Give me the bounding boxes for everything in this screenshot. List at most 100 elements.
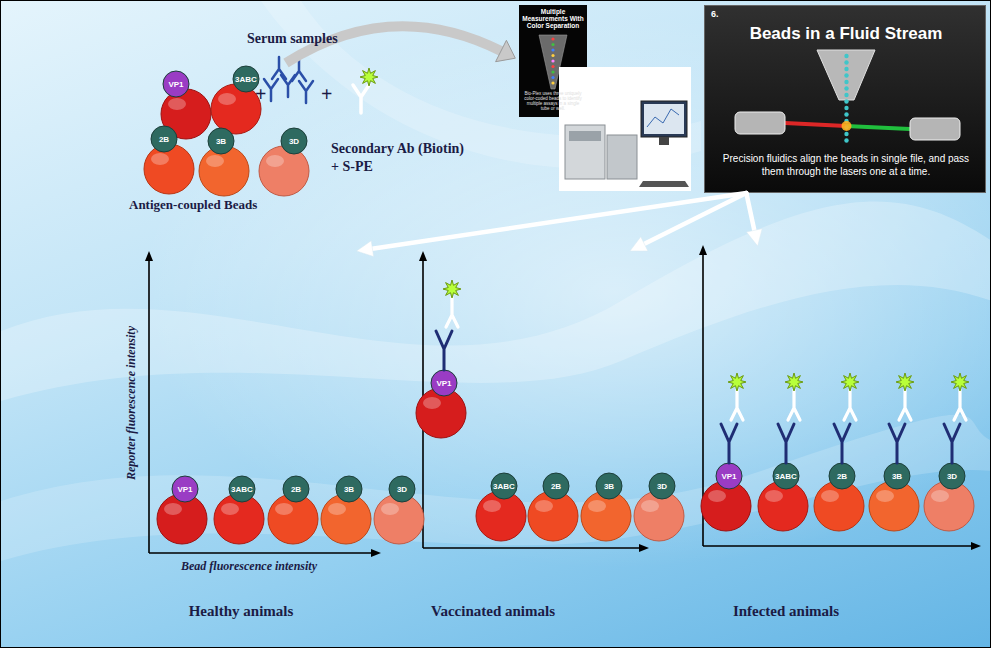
screen-plot xyxy=(647,109,679,127)
bead-highlight xyxy=(164,503,182,515)
bead-highlight xyxy=(931,490,949,502)
primary-antibody xyxy=(721,424,737,463)
axis-head xyxy=(639,544,649,552)
reporter-star xyxy=(841,373,859,391)
bead-dot xyxy=(844,54,848,58)
antigen-bead: 3D xyxy=(254,127,314,197)
bead-highlight xyxy=(151,153,169,165)
antibody-symbol xyxy=(272,57,286,79)
flow-arrow xyxy=(630,193,746,251)
reporter-star xyxy=(785,373,803,391)
bead-dot xyxy=(844,80,848,84)
bead-highlight xyxy=(821,490,839,502)
instrument-panel: 6.Beads in a Fluid StreamPrecision fluid… xyxy=(704,5,986,193)
laser-head xyxy=(910,118,960,140)
antigen-name: 3ABC xyxy=(773,463,799,489)
laser-head xyxy=(735,112,785,134)
red-laser xyxy=(785,123,846,126)
antigen-name: 3ABC xyxy=(229,476,255,502)
bead-highlight xyxy=(381,503,399,515)
antigen-bead: 3ABC xyxy=(209,475,269,545)
info-strip xyxy=(519,5,587,117)
antigen-circle xyxy=(163,71,189,97)
antigen-bead: 3ABC xyxy=(206,65,266,135)
bead-highlight xyxy=(266,155,284,167)
bead-circle xyxy=(259,146,309,196)
arrow-shaft xyxy=(370,193,746,249)
chart-title: Infected animals xyxy=(733,603,839,620)
antigen-circle xyxy=(229,476,255,502)
arrow-shaft xyxy=(643,193,747,245)
primary-antibody xyxy=(778,424,794,463)
antigen-bead: 3B xyxy=(864,462,924,532)
antigen-bead: 3D xyxy=(629,472,689,542)
bead-highlight xyxy=(708,490,726,502)
bead-dot xyxy=(551,81,554,84)
reporter-star xyxy=(896,373,914,391)
antigen-bead: 2B xyxy=(809,462,869,532)
antigen-name: 3D xyxy=(649,473,675,499)
analyzer-unit xyxy=(565,125,605,179)
arrow-head xyxy=(357,241,374,257)
result-chart: Infected animals VP1 3ABC 2B 3B 3D xyxy=(691,246,981,626)
antigen-name: 3ABC xyxy=(491,473,517,499)
axis-head xyxy=(971,542,981,550)
bead-highlight xyxy=(483,500,501,512)
antigen-circle xyxy=(208,128,234,154)
bead-highlight xyxy=(168,98,186,110)
bead-dot xyxy=(551,54,554,57)
reporter-star xyxy=(443,280,461,298)
plus-sign: + xyxy=(321,83,332,106)
antigen-circle xyxy=(716,463,742,489)
antibody-symbol xyxy=(299,81,313,103)
bead-highlight xyxy=(206,155,224,167)
group-label: Secondary Ab (Biotin) xyxy=(331,141,464,157)
antigen-name: 3D xyxy=(389,476,415,502)
antigen-name: VP1 xyxy=(163,71,189,97)
antigen-bead: 3B xyxy=(316,475,376,545)
group-label: + S-PE xyxy=(331,159,373,175)
antigen-bead: VP1 xyxy=(152,475,212,545)
bead-dot xyxy=(844,86,848,90)
arrow-head xyxy=(747,229,763,246)
antigen-bead: 3ABC xyxy=(753,462,813,532)
monitor-screen xyxy=(644,104,684,134)
antigen-circle xyxy=(431,370,457,396)
antigen-name: 2B xyxy=(829,463,855,489)
chart-axes xyxy=(149,253,973,553)
antigen-circle xyxy=(283,476,309,502)
fluidics-unit xyxy=(607,135,637,179)
antigen-name: 2B xyxy=(543,473,569,499)
antigen-circle xyxy=(233,66,259,92)
antigen-bead: 3ABC xyxy=(471,472,531,542)
antigen-bead: 3D xyxy=(369,475,429,545)
antigen-name: 3D xyxy=(939,463,965,489)
antigen-name: 3B xyxy=(208,128,234,154)
bead-dot xyxy=(551,48,554,51)
bead-dot xyxy=(551,37,554,40)
antigen-bead: VP1 xyxy=(411,369,471,439)
antigen-name: VP1 xyxy=(716,463,742,489)
antigen-name: 3D xyxy=(281,128,307,154)
antigen-bead: VP1 xyxy=(696,462,756,532)
instrument-image: Multiple Measurements With Color Separat… xyxy=(519,5,691,191)
monitor-stand xyxy=(659,137,669,145)
bead-dot xyxy=(551,59,554,62)
antigen-bead: 3D xyxy=(919,462,979,532)
axis-heads xyxy=(145,245,981,557)
result-chart: Healthy animalsVP13ABC2B3B3D xyxy=(121,251,431,626)
flow-arrow xyxy=(746,193,762,246)
axis-head xyxy=(699,245,707,255)
antigen-bead: 3B xyxy=(194,127,254,197)
result-chart: Vaccinated animalsVP13ABC2B3B3D xyxy=(406,251,686,626)
axis-head xyxy=(371,549,381,557)
reporter-star xyxy=(951,373,969,391)
bead-dot xyxy=(844,60,848,64)
antigen-bead: 3B xyxy=(576,472,636,542)
axis-head xyxy=(419,251,427,261)
arrow-head xyxy=(630,237,648,251)
reporter-star xyxy=(360,68,378,86)
bead-highlight xyxy=(765,490,783,502)
antigen-circle xyxy=(172,476,198,502)
